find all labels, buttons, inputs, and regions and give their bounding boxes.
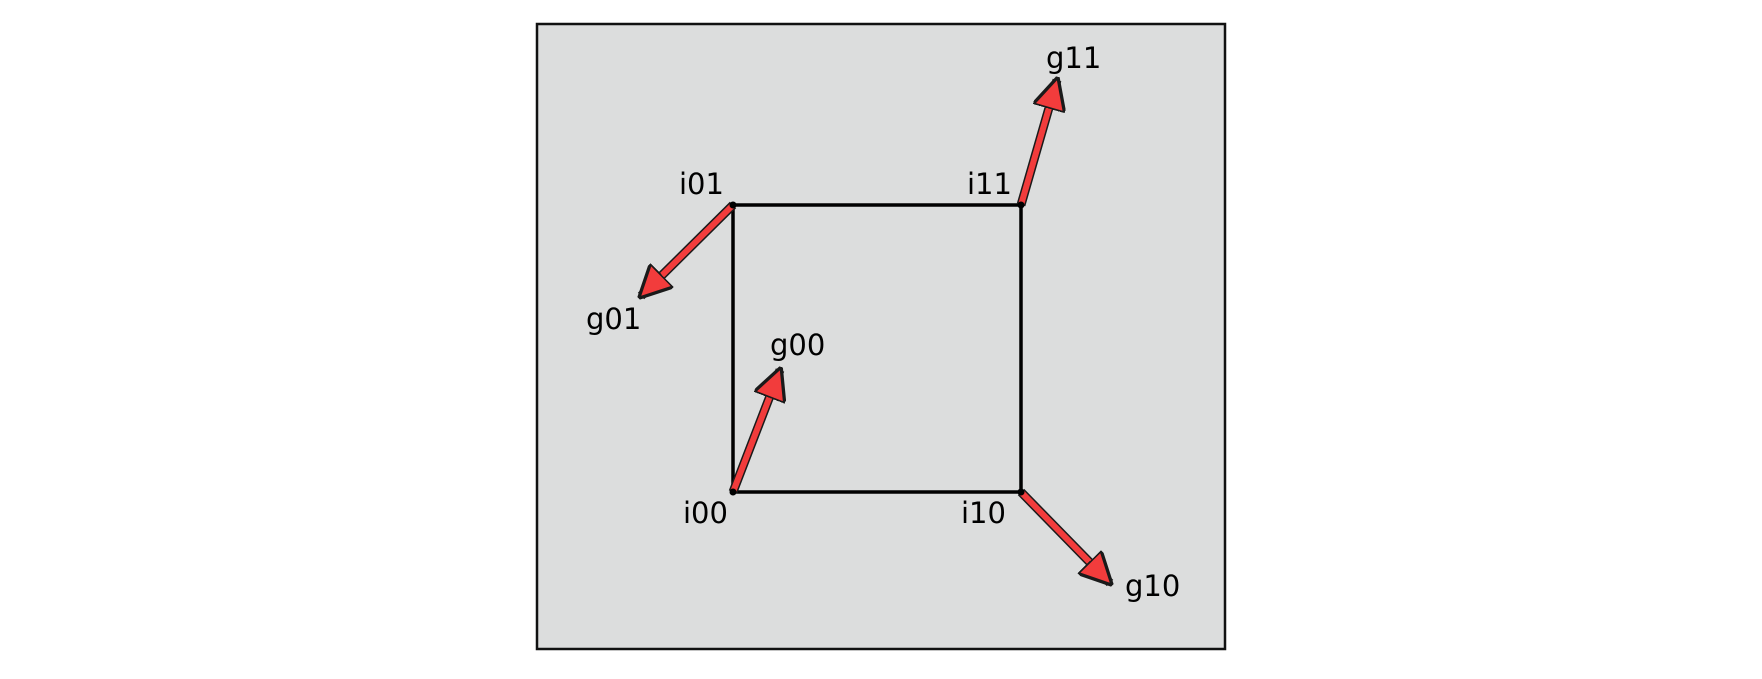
corner-label-i00: i00 xyxy=(683,496,728,530)
gradient-arrow-g10 xyxy=(1017,488,1110,583)
grid-cell-square xyxy=(731,203,1023,494)
gradient-label-g10: g10 xyxy=(1125,569,1180,603)
diagram-panel xyxy=(535,22,1227,651)
corner-dot-i11 xyxy=(1017,201,1025,209)
corner-label-i10: i10 xyxy=(961,496,1006,530)
gradient-arrow-g00 xyxy=(728,370,780,494)
gradient-arrow-g01 xyxy=(641,201,737,296)
gradient-arrow-g11 xyxy=(1016,80,1057,207)
gradient-label-g01: g01 xyxy=(586,302,641,336)
corner-label-i01: i01 xyxy=(679,167,724,201)
corner-dot-i01 xyxy=(729,201,737,209)
corner-dot-i00 xyxy=(729,488,737,496)
gradient-label-g11: g11 xyxy=(1046,41,1101,75)
corner-label-i11: i11 xyxy=(967,167,1012,201)
corner-dot-i10 xyxy=(1017,488,1025,496)
gradient-label-g00: g00 xyxy=(770,328,825,362)
